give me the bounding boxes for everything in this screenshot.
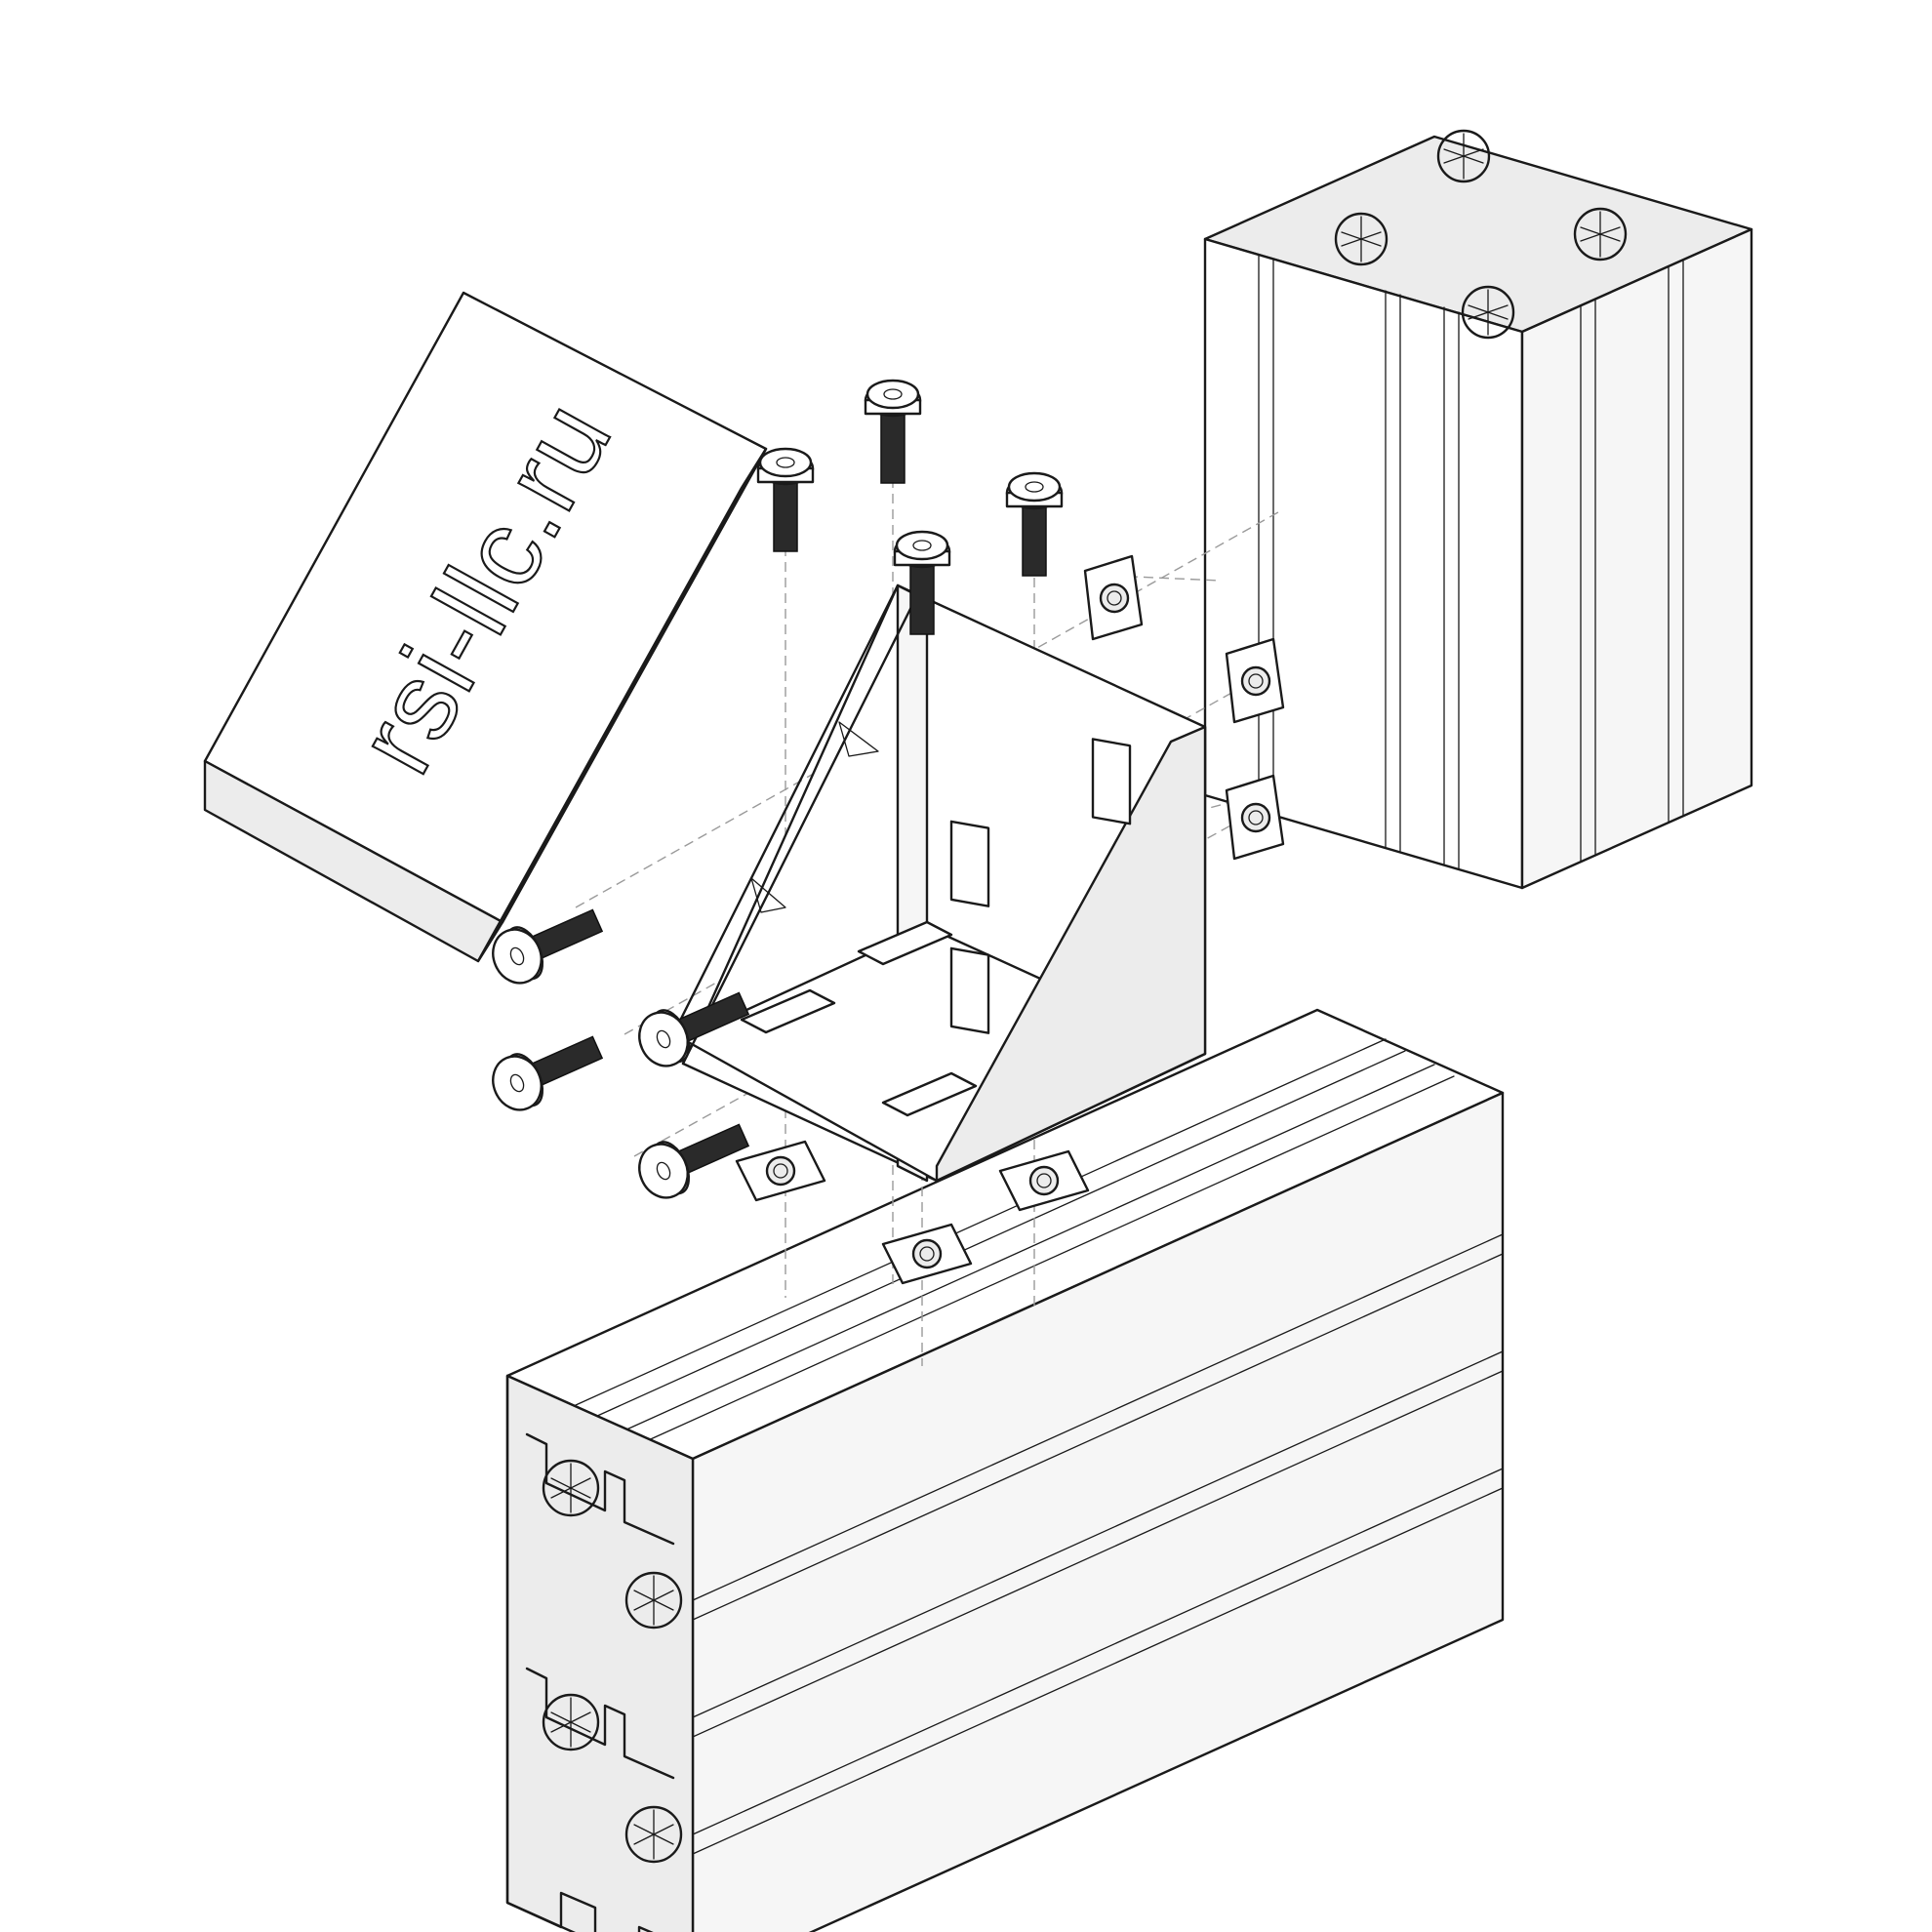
corner-bracket <box>662 584 1207 1183</box>
screws-group <box>492 379 1064 1199</box>
screw-vertical-3 <box>1005 471 1064 577</box>
screw-horizontal-4 <box>638 1123 750 1199</box>
screw-vertical-1 <box>756 447 815 552</box>
screw-horizontal-2 <box>492 1035 604 1111</box>
profile-end-face <box>505 1374 695 1932</box>
screw-horizontal-1 <box>492 908 604 985</box>
t-nut-2 <box>1225 637 1285 724</box>
bracket-cover-cap: rsi-llc.ru <box>203 291 768 963</box>
horizontal-aluminum-profile <box>505 1008 1505 1932</box>
profile-core-bottom <box>624 1805 683 1864</box>
bracket-slots <box>740 738 1132 1117</box>
profile-core-low <box>542 1693 600 1751</box>
t-nut-3 <box>1225 774 1285 861</box>
vertical-profile-end-detail <box>1334 129 1628 340</box>
screw-horizontal-3 <box>638 991 750 1067</box>
profile-core-mid <box>624 1571 683 1630</box>
profile-core-top <box>542 1459 600 1517</box>
t-nut-4 <box>735 1140 826 1202</box>
vertical-aluminum-profile <box>1203 129 1753 890</box>
t-nut-5 <box>998 1149 1090 1212</box>
screw-vertical-4 <box>893 530 951 635</box>
screw-vertical-2 <box>864 379 922 484</box>
t-nut-6 <box>881 1223 973 1285</box>
t-nut-1 <box>1083 554 1144 641</box>
t-nuts-group <box>735 554 1285 1285</box>
